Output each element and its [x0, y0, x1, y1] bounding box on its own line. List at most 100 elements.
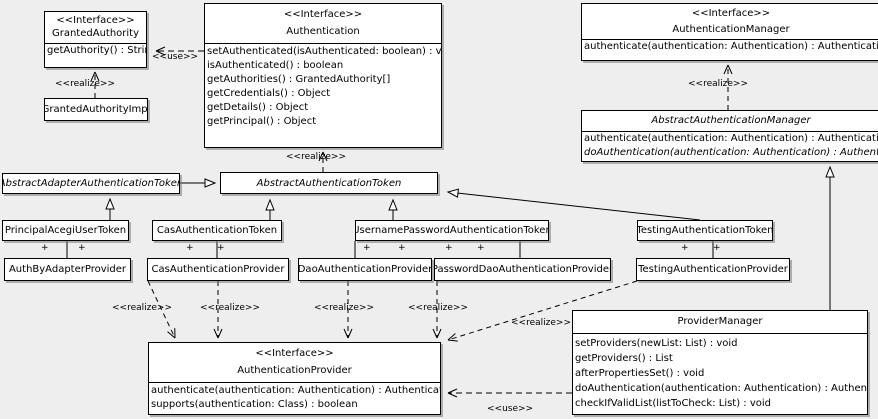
stereotype-label: <<Interface>>: [255, 348, 334, 359]
class-name: TestingAuthenticationProvider: [638, 264, 788, 275]
class-cas-authentication-provider[interactable]: CasAuthenticationProvider: [147, 258, 289, 281]
stereotype-label: <<Interface>>: [283, 9, 363, 20]
class-name: CasAuthenticationProvider: [151, 264, 285, 275]
method-item: authenticate(authentication: Authenticat…: [584, 133, 878, 144]
method-item: getDetails() : Object: [207, 102, 309, 113]
class-header: AuthByAdapterProvider: [5, 259, 130, 280]
class-header: TestingAuthenticationProvider: [637, 259, 789, 280]
class-granted-authority[interactable]: <<Interface>> GrantedAuthority getAuthor…: [44, 11, 147, 68]
method-item: setProviders(newList: List) : void: [575, 338, 738, 349]
method-item: checkIfValidList(listToCheck: List) : vo…: [575, 398, 772, 409]
stereotype-label: <<Interface>>: [691, 8, 771, 19]
method-item: getCredentials() : Object: [207, 88, 331, 99]
class-header: TestingAuthenticationToken: [638, 221, 772, 240]
class-cas-authentication-token[interactable]: CasAuthenticationToken: [152, 220, 282, 241]
association-marker-plus: +: [713, 243, 721, 253]
association-marker-plus: +: [78, 243, 86, 253]
method-item: getAuthorities() : GrantedAuthority[]: [207, 74, 391, 85]
divider: [45, 43, 146, 44]
class-header: <<Interface>> GrantedAuthority: [45, 12, 146, 43]
class-header: ProviderManager: [573, 311, 867, 333]
class-provider-manager[interactable]: ProviderManager setProviders(newList: Li…: [572, 310, 868, 415]
class-header: GrantedAuthorityImpl: [45, 99, 147, 120]
class-granted-authority-impl[interactable]: GrantedAuthorityImpl: [44, 98, 148, 121]
method-item: isAuthenticated() : boolean: [207, 60, 344, 71]
method-item: doAuthentication(authentication: Authent…: [575, 383, 868, 394]
class-name: UsernamePasswordAuthenticationToken: [355, 225, 549, 236]
class-header: CasAuthenticationToken: [153, 221, 281, 240]
association-marker-plus: +: [217, 243, 225, 253]
class-testing-authentication-provider[interactable]: TestingAuthenticationProvider: [636, 258, 790, 281]
class-name: Authentication: [286, 26, 360, 37]
class-testing-authentication-token[interactable]: TestingAuthenticationToken: [637, 220, 773, 241]
method-item: getPrincipal() : Object: [207, 116, 317, 127]
stereotype-label: <<Interface>>: [56, 15, 135, 26]
edge-label-realize-auth-by-adapter-provider: <<realize>>: [112, 303, 172, 313]
divider: [205, 43, 441, 44]
class-name: AbstractAuthenticationManager: [651, 115, 811, 126]
class-dao-authentication-provider[interactable]: DaoAuthenticationProvider: [298, 258, 432, 281]
class-username-password-authentication-token[interactable]: UsernamePasswordAuthenticationToken: [355, 220, 549, 241]
class-authentication[interactable]: <<Interface>> Authentication setAuthenti…: [204, 3, 442, 148]
edge-label-use-provider-manager: <<use>>: [487, 404, 534, 414]
class-name: GrantedAuthority: [51, 28, 140, 39]
method-item: getProviders() : List: [575, 353, 673, 364]
association-marker-plus: +: [477, 243, 485, 253]
class-name: GrantedAuthorityImpl: [44, 104, 148, 115]
class-authentication-provider[interactable]: <<Interface>> AuthenticationProvider aut…: [148, 342, 441, 415]
class-name: AbstractAuthenticationToken: [256, 177, 402, 189]
method-item: getAuthority() : String: [47, 45, 147, 56]
class-name: DaoAuthenticationProvider: [298, 264, 432, 275]
method-item: afterPropertiesSet() : void: [575, 368, 705, 379]
class-header: AbstractAuthenticationManager: [582, 111, 878, 131]
class-header: <<Interface>> AuthenticationProvider: [149, 343, 440, 382]
divider: [149, 382, 440, 383]
class-name: AuthenticationManager: [672, 24, 790, 35]
edge-label-realize-granted-authority-impl: <<realize>>: [55, 79, 115, 89]
class-password-dao-authentication-provider[interactable]: PasswordDaoAuthenticationProvider: [434, 258, 611, 281]
class-name: PrincipalAcegiUserToken: [4, 225, 127, 236]
class-header: <<Interface>> Authentication: [205, 4, 441, 43]
class-authentication-manager[interactable]: <<Interface>> AuthenticationManager auth…: [581, 3, 878, 61]
class-header: PrincipalAcegiUserToken: [3, 221, 128, 240]
association-marker-plus: +: [398, 243, 406, 253]
class-header: CasAuthenticationProvider: [148, 259, 288, 280]
class-auth-by-adapter-provider[interactable]: AuthByAdapterProvider: [4, 258, 131, 281]
edge-label-realize-cas-authentication-provider: <<realize>>: [200, 303, 260, 313]
class-header: UsernamePasswordAuthenticationToken: [356, 221, 548, 240]
edge-label-realize-dao-authentication-provider: <<realize>>: [314, 303, 374, 313]
edge-label-realize-password-dao-authentication-provider: <<realize>>: [408, 303, 468, 313]
class-name: AuthByAdapterProvider: [8, 264, 127, 275]
association-marker-plus: +: [41, 243, 49, 253]
class-name: AuthenticationProvider: [237, 365, 352, 376]
method-item: authenticate(authentication: Authenticat…: [151, 385, 441, 396]
association-marker-plus: +: [186, 243, 194, 253]
class-name: CasAuthenticationToken: [156, 225, 278, 236]
class-header: AbstractAdapterAuthenticationToken: [3, 174, 179, 193]
method-item: supports(authentication: Class) : boolea…: [151, 399, 358, 410]
class-name: AbstractAdapterAuthenticationToken: [2, 178, 180, 189]
class-header: PasswordDaoAuthenticationProvider: [435, 259, 610, 280]
class-name: PasswordDaoAuthenticationProvider: [434, 264, 611, 275]
class-abstract-authentication-manager[interactable]: AbstractAuthenticationManager authentica…: [581, 110, 878, 162]
divider: [582, 131, 878, 132]
class-abstract-adapter-authentication-token[interactable]: AbstractAdapterAuthenticationToken: [2, 173, 180, 194]
divider: [582, 39, 878, 40]
method-item: authenticate(authentication: Authenticat…: [584, 41, 878, 52]
edge-label-realize-abstract-authentication-manager: <<realize>>: [688, 79, 748, 89]
class-header: <<Interface>> AuthenticationManager: [582, 4, 878, 39]
edge-label-use-granted-authority: <<use>>: [152, 52, 199, 62]
edge-label-realize-abstract-authentication-token: <<realize>>: [286, 152, 346, 162]
class-abstract-authentication-token[interactable]: AbstractAuthenticationToken: [220, 172, 438, 194]
association-marker-plus: +: [363, 243, 371, 253]
method-compartment: setProviders(newList: List) : void getPr…: [573, 334, 867, 411]
edge-label-realize-testing-authentication-provider: <<realize>>: [511, 318, 571, 328]
method-compartment: setAuthenticated(isAuthenticated: boolea…: [205, 44, 441, 129]
method-compartment: getAuthority() : String: [45, 44, 146, 58]
class-principal-acegi-user-token[interactable]: PrincipalAcegiUserToken: [2, 220, 129, 241]
association-marker-plus: +: [681, 243, 689, 253]
class-header: DaoAuthenticationProvider: [299, 259, 431, 280]
method-compartment: authenticate(authentication: Authenticat…: [582, 40, 878, 54]
method-item: setAuthenticated(isAuthenticated: boolea…: [207, 46, 442, 57]
